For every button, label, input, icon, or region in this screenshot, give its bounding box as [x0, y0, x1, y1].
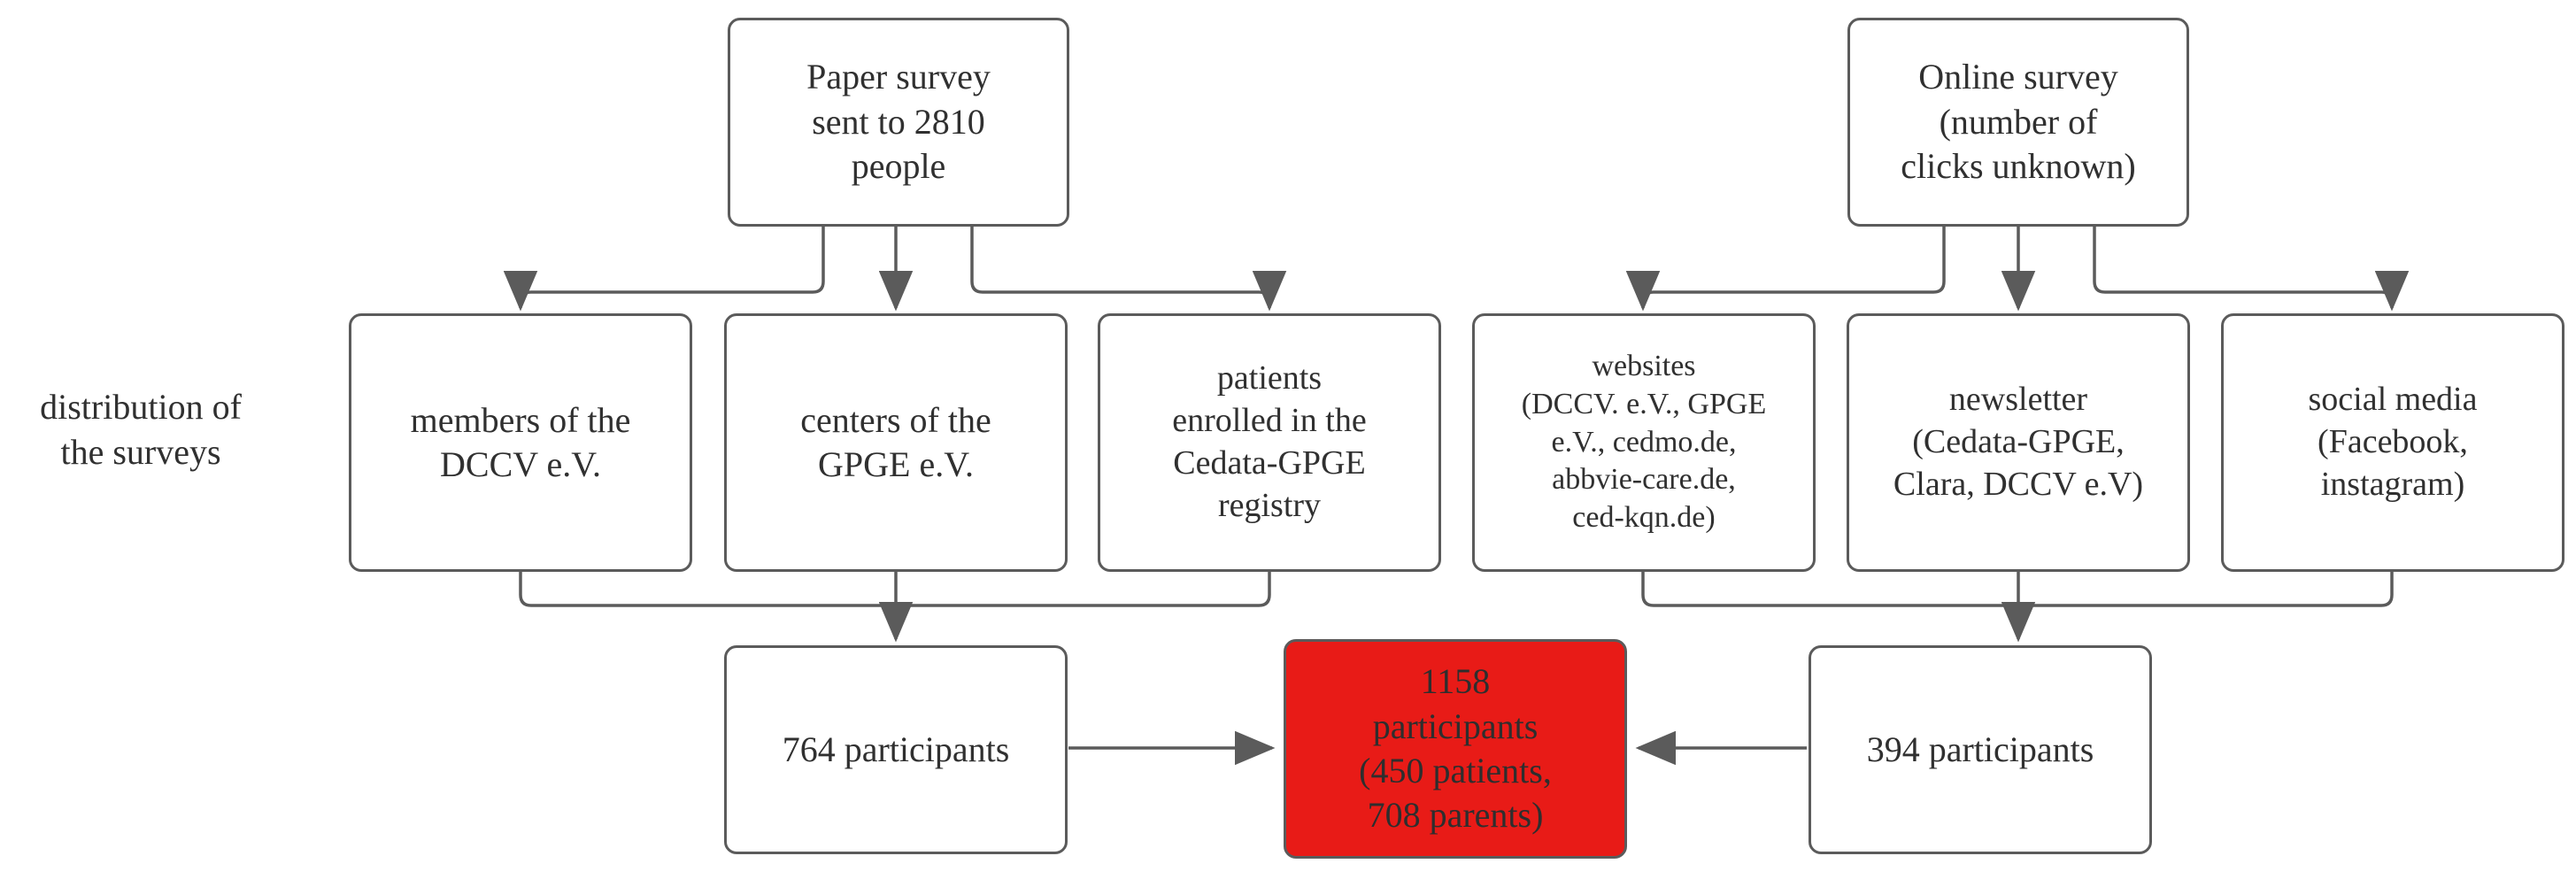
edge-paper-to-registry — [970, 226, 1287, 312]
node-cedata-registry[interactable]: patients enrolled in the Cedata-GPGE reg… — [1098, 313, 1441, 572]
node-members-dccv[interactable]: members of the DCCV e.V. — [349, 313, 692, 572]
edge-paper-to-members — [503, 226, 825, 312]
edge-online-to-websites — [1625, 226, 1946, 312]
node-paper-survey[interactable]: Paper survey sent to 2810 people — [728, 18, 1069, 227]
node-newsletter[interactable]: newsletter (Cedata-GPGE, Clara, DCCV e.V… — [1847, 313, 2190, 572]
edge-online-to-social — [2093, 226, 2410, 312]
node-paper-participants[interactable]: 764 participants — [724, 645, 1068, 854]
node-websites[interactable]: websites (DCCV. e.V., GPGE e.V., cedmo.d… — [1472, 313, 1816, 572]
side-label-distribution: distribution of the surveys — [40, 387, 242, 473]
node-centers-gpge[interactable]: centers of the GPGE e.V. — [724, 313, 1068, 572]
node-online-survey[interactable]: Online survey (number of clicks unknown) — [1847, 18, 2189, 227]
node-social-media[interactable]: social media (Facebook, instagram) — [2221, 313, 2564, 572]
node-online-participants[interactable]: 394 participants — [1809, 645, 2152, 854]
node-total-participants[interactable]: 1158 participants (450 patients, 708 par… — [1284, 639, 1627, 859]
